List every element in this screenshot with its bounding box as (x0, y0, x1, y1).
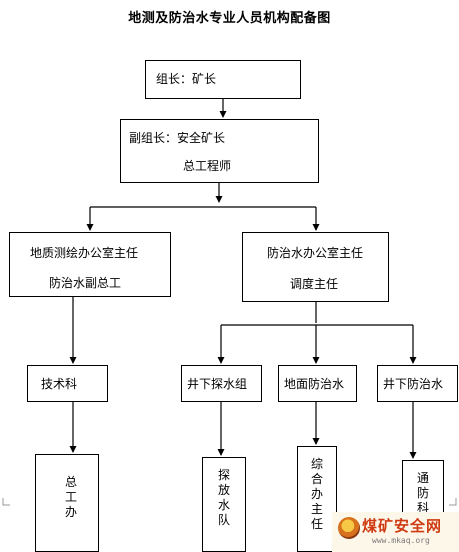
watermark-logo-icon (338, 517, 360, 539)
exploration-team-label: 探放水队 (217, 468, 230, 527)
leader-label: 组长：矿长 (156, 72, 217, 86)
deputy-leader-box: 副组长：安全矿长 总工程师 (120, 119, 319, 183)
surface-water-box: 地面防治水 (278, 365, 357, 402)
tech-section-label: 技术科 (41, 377, 78, 391)
leader-box: 组长：矿长 (145, 60, 301, 99)
survey-office-box: 地质测绘办公室主任 防治水副总工 (9, 232, 171, 297)
water-office-director-label: 防治水办公室主任 (267, 246, 364, 260)
tech-section-box: 技术科 (27, 365, 108, 402)
survey-office-director-label: 地质测绘办公室主任 (30, 246, 139, 260)
surface-water-label: 地面防治水 (284, 377, 345, 391)
underground-water-box: 井下防治水 (377, 365, 458, 402)
underground-team-label: 井下探水组 (187, 377, 248, 391)
dispatch-director-label: 调度主任 (290, 277, 339, 291)
watermark-text: 煤矿安全网 (362, 517, 443, 535)
general-office-box: 总工办 (35, 454, 99, 552)
general-office-director-box: 综合办主任 (297, 446, 337, 552)
exploration-team-box: 探放水队 (202, 457, 246, 552)
ventilation-section-label: 通防科 (416, 471, 429, 515)
watermark-url: www.mkaq.org (372, 536, 430, 545)
page-title: 地测及防治水专业人员机构配备图 (128, 11, 331, 26)
chief-engineer-label: 总工程师 (183, 159, 232, 173)
water-office-box: 防治水办公室主任 调度主任 (242, 232, 389, 302)
underground-team-box: 井下探水组 (181, 365, 262, 402)
general-office-director-label: 综合办主任 (310, 457, 323, 531)
deputy-leader-label: 副组长：安全矿长 (129, 131, 226, 145)
underground-water-label: 井下防治水 (383, 377, 444, 391)
general-office-label: 总工办 (64, 475, 77, 519)
water-deputy-chief-label: 防治水副总工 (49, 276, 122, 290)
